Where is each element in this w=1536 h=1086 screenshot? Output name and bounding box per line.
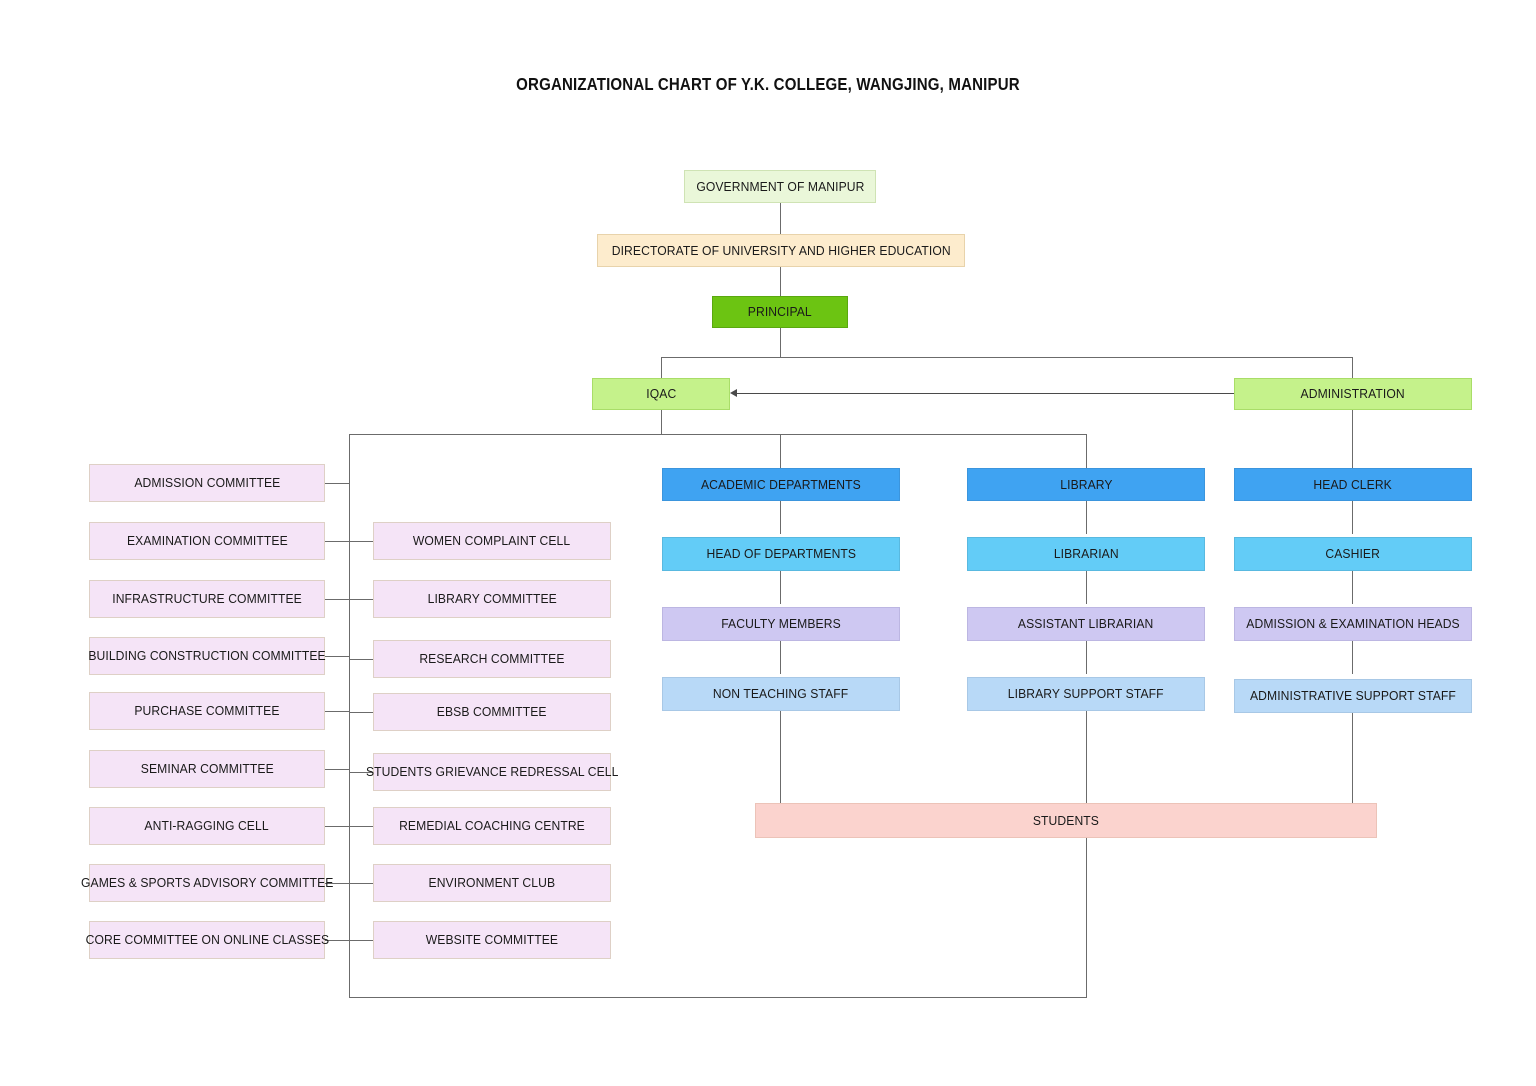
node-committee-left-0[interactable]: ADMISSION COMMITTEE — [89, 464, 325, 502]
connector-students-to-bottom — [1086, 838, 1087, 997]
node-library-0[interactable]: LIBRARY — [967, 468, 1205, 501]
connector-academic-2-3 — [780, 641, 781, 674]
node-library-2[interactable]: ASSISTANT LIBRARIAN — [967, 607, 1205, 641]
node-committee-left-8[interactable]: CORE COMMITTEE ON ONLINE CLASSES — [85, 921, 329, 959]
node-principal[interactable]: PRINCIPAL — [712, 296, 848, 328]
connector-committee-left-1 — [325, 541, 350, 542]
connector-administration-headclerk — [1352, 410, 1353, 468]
connector-library-2-3 — [1086, 641, 1087, 674]
connector-committee-right-6 — [349, 883, 374, 884]
node-library-3[interactable]: LIBRARY SUPPORT STAFF — [967, 677, 1205, 711]
connector-committee-left-5 — [325, 769, 350, 770]
node-committee-left-6[interactable]: ANTI-RAGGING CELL — [89, 807, 325, 845]
node-committee-left-5[interactable]: SEMINAR COMMITTEE — [89, 750, 325, 788]
connector-library-1-2 — [1086, 571, 1087, 604]
node-library-1[interactable]: LIBRARIAN — [967, 537, 1205, 571]
connector-academic-0-1 — [780, 501, 781, 534]
node-committee-right-6[interactable]: ENVIRONMENT CLUB — [373, 864, 611, 902]
connector-bus-library — [1086, 434, 1087, 468]
connector-committee-right-7 — [349, 940, 374, 941]
connector-committee-left-3 — [325, 656, 350, 657]
node-committee-right-1[interactable]: LIBRARY COMMITTEE — [373, 580, 611, 618]
chart-title: ORGANIZATIONAL CHART OF Y.K. COLLEGE, WA… — [516, 74, 1020, 94]
node-administration-0[interactable]: HEAD CLERK — [1234, 468, 1472, 501]
connector-committee-right-2 — [349, 659, 374, 660]
connector-admin-1-2 — [1352, 571, 1353, 604]
connector-dir-principal — [780, 267, 781, 296]
node-students[interactable]: STUDENTS — [755, 803, 1377, 838]
connector-principal-down — [780, 328, 781, 357]
node-academic-3[interactable]: NON TEACHING STAFF — [662, 677, 900, 711]
node-committee-right-7[interactable]: WEBSITE COMMITTEE — [373, 921, 611, 959]
node-committee-left-2[interactable]: INFRASTRUCTURE COMMITTEE — [89, 580, 325, 618]
node-administration[interactable]: ADMINISTRATION — [1234, 378, 1472, 410]
node-committee-right-3[interactable]: EBSB COMMITTEE — [373, 693, 611, 731]
connector-bus-academic — [780, 434, 781, 468]
connector-committee-right-0 — [349, 541, 374, 542]
connector-committee-right-4 — [349, 772, 374, 773]
connector-committee-spine — [349, 434, 350, 997]
connector-committee-left-8 — [325, 940, 350, 941]
node-iqac[interactable]: IQAC — [592, 378, 730, 410]
connector-admin-students — [1352, 713, 1353, 803]
connector-iqac-administration — [737, 393, 1237, 394]
node-committee-left-3[interactable]: BUILDING CONSTRUCTION COMMITTEE — [88, 637, 326, 675]
connector-library-students — [1086, 711, 1087, 803]
connector-committee-right-5 — [349, 826, 374, 827]
connector-committee-left-2 — [325, 599, 350, 600]
arrow-head-left-icon — [730, 389, 737, 397]
connector-committee-right-1 — [349, 599, 374, 600]
node-committee-right-4[interactable]: STUDENTS GRIEVANCE REDRESSAL CELL — [366, 753, 618, 791]
node-committee-left-7[interactable]: GAMES & SPORTS ADVISORY COMMITTEE — [81, 864, 333, 902]
connector-committee-right-3 — [349, 712, 374, 713]
connector-academic-1-2 — [780, 571, 781, 604]
connector-bus-to-administration — [1352, 357, 1353, 378]
node-committee-right-2[interactable]: RESEARCH COMMITTEE — [373, 640, 611, 678]
node-academic-1[interactable]: HEAD OF DEPARTMENTS — [662, 537, 900, 571]
connector-principal-bus — [661, 357, 1353, 358]
connector-academic-students — [780, 711, 781, 803]
node-committee-right-0[interactable]: WOMEN COMPLAINT CELL — [373, 522, 611, 560]
connector-admin-0-1 — [1352, 501, 1353, 534]
connector-gov-dir — [780, 203, 781, 234]
connector-iqac-down — [661, 410, 662, 434]
node-government[interactable]: GOVERNMENT OF MANIPUR — [684, 170, 876, 203]
node-committee-left-4[interactable]: PURCHASE COMMITTEE — [89, 692, 325, 730]
node-administration-1[interactable]: CASHIER — [1234, 537, 1472, 571]
connector-committee-left-6 — [325, 826, 350, 827]
node-academic-0[interactable]: ACADEMIC DEPARTMENTS — [662, 468, 900, 501]
connector-committee-left-0 — [325, 483, 350, 484]
connector-admin-2-3 — [1352, 641, 1353, 674]
connector-library-0-1 — [1086, 501, 1087, 534]
connector-bottom-bracket — [349, 997, 1087, 998]
connector-iqac-bus — [349, 434, 1087, 435]
node-administration-2[interactable]: ADMISSION & EXAMINATION HEADS — [1234, 607, 1472, 641]
node-committee-left-1[interactable]: EXAMINATION COMMITTEE — [89, 522, 325, 560]
connector-committee-left-7 — [325, 883, 350, 884]
connector-committee-left-4 — [325, 711, 350, 712]
node-administration-3[interactable]: ADMINISTRATIVE SUPPORT STAFF — [1234, 679, 1472, 713]
connector-bus-to-iqac — [661, 357, 662, 378]
node-directorate[interactable]: DIRECTORATE OF UNIVERSITY AND HIGHER EDU… — [597, 234, 965, 267]
node-academic-2[interactable]: FACULTY MEMBERS — [662, 607, 900, 641]
node-committee-right-5[interactable]: REMEDIAL COACHING CENTRE — [373, 807, 611, 845]
